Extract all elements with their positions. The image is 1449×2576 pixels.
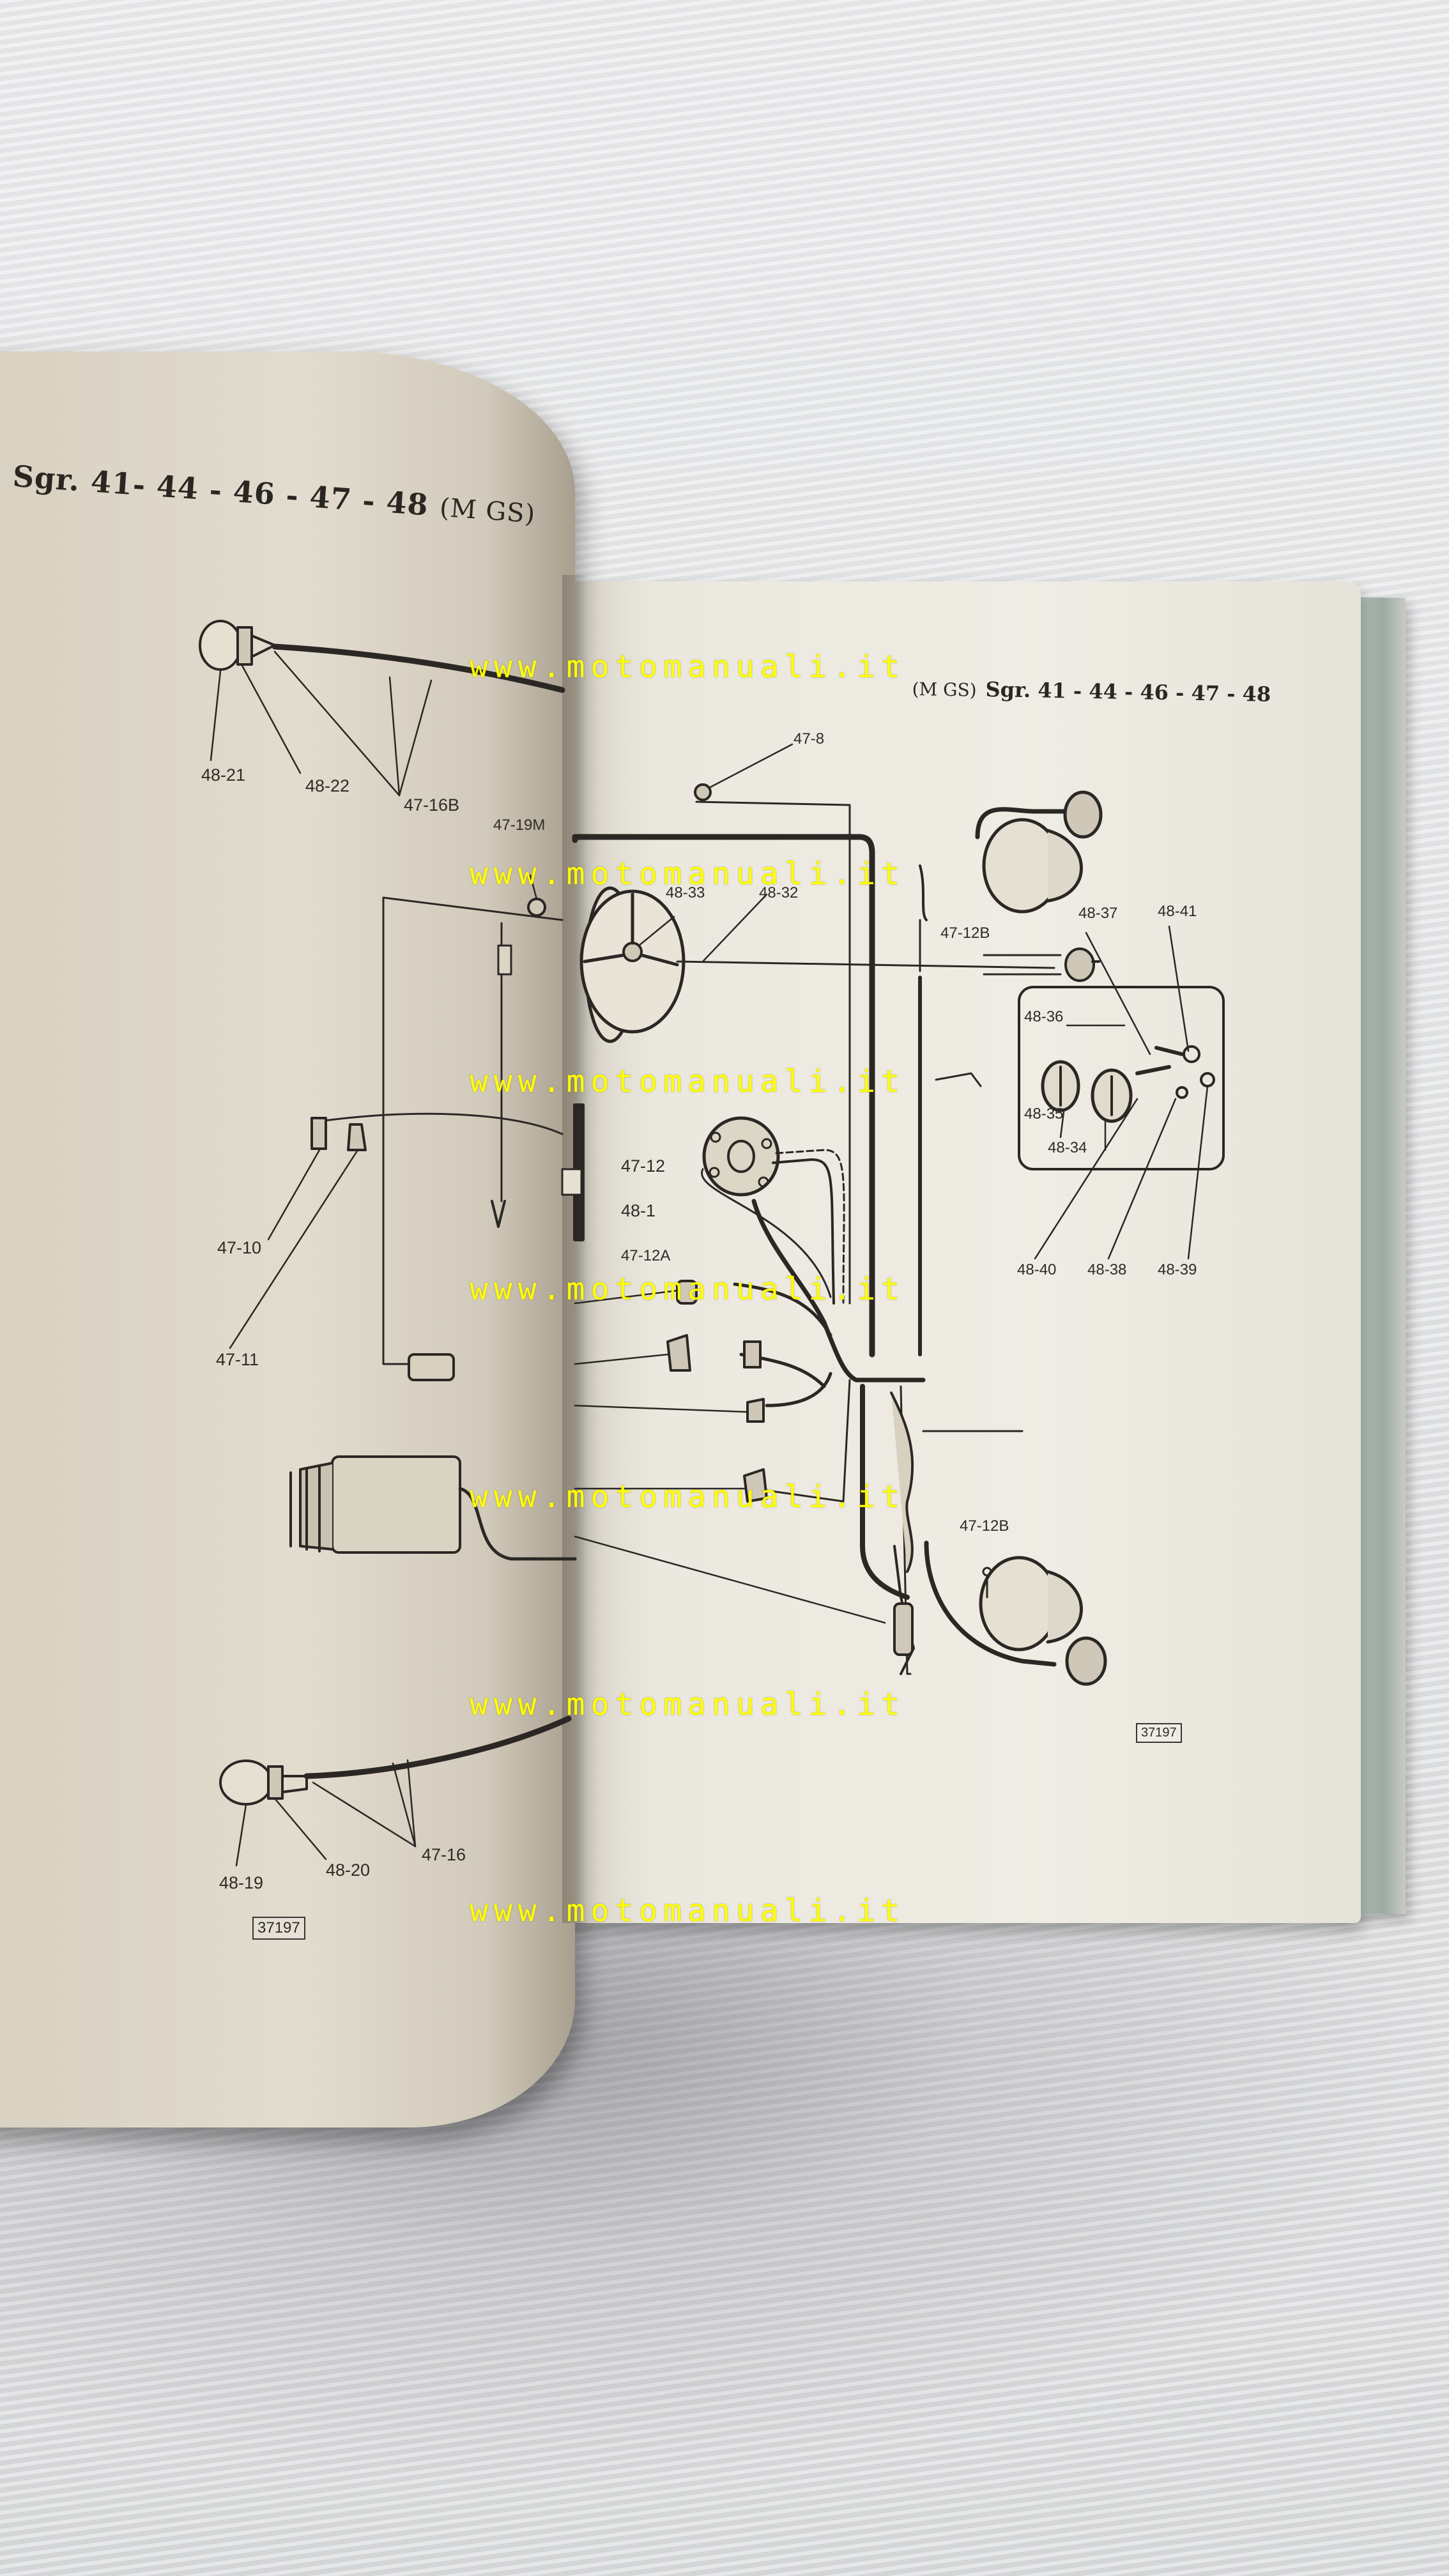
callout-48-36: 48-36 [1024, 1008, 1064, 1025]
callout-48-34: 48-34 [1048, 1139, 1087, 1156]
headlamp-top-icon [975, 790, 1103, 914]
ignition-coil-icon [289, 1455, 577, 1561]
callout-48-32: 48-32 [759, 884, 799, 901]
headlamp-bottom-icon [924, 1540, 1107, 1686]
callout-47-12: 47-12 [621, 1156, 666, 1176]
tail-lamp-bottom-icon [219, 1759, 308, 1805]
callout-47-16B: 47-16B [404, 795, 460, 815]
callout-47-12A: 47-12A [621, 1247, 671, 1264]
callout-47-11: 47-11 [216, 1350, 259, 1369]
right-page [562, 581, 1361, 1923]
callout-48-19: 48-19 [219, 1873, 264, 1892]
connector-icon [935, 947, 1100, 1087]
tail-lamp-top-icon [199, 620, 276, 671]
callout-47-16: 47-16 [422, 1845, 466, 1864]
callout-48-41: 48-41 [1158, 903, 1197, 920]
callout-48-38: 48-38 [1087, 1261, 1127, 1278]
callout-47-12B-top: 47-12B [940, 924, 990, 942]
ignition-switch-icon [702, 1116, 780, 1197]
callout-48-22: 48-22 [305, 776, 350, 795]
callout-48-21: 48-21 [201, 765, 246, 785]
book-gutter [562, 575, 588, 1923]
callout-47-8: 47-8 [793, 730, 825, 747]
left-page-reference-number: 37197 [252, 1917, 305, 1940]
callout-47-12B-bottom: 47-12B [960, 1517, 1009, 1535]
callout-47-10: 47-10 [217, 1238, 262, 1257]
callout-47-19M: 47-19M [493, 816, 546, 834]
callout-48-37: 48-37 [1078, 905, 1118, 922]
right-page-reference-number: 37197 [1136, 1723, 1182, 1743]
callout-48-1: 48-1 [621, 1201, 656, 1220]
callout-48-39: 48-39 [1158, 1261, 1197, 1278]
speedometer-dial-icon [579, 886, 686, 1043]
callout-48-40: 48-40 [1017, 1261, 1057, 1278]
callout-48-35: 48-35 [1024, 1105, 1064, 1123]
callout-48-33: 48-33 [666, 884, 705, 901]
warning-lamp-icon [1041, 1045, 1215, 1123]
callout-48-20: 48-20 [326, 1860, 371, 1880]
